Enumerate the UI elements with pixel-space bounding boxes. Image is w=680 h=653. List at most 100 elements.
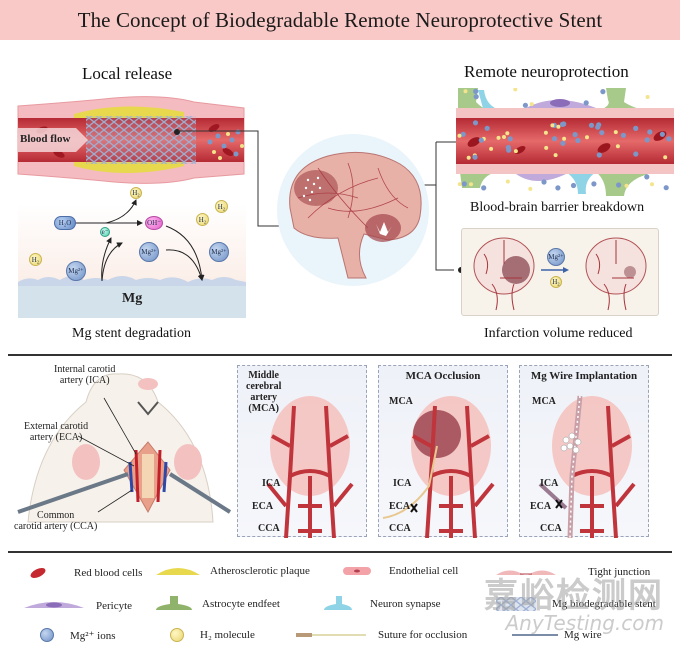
cca-label: CCA — [540, 523, 562, 534]
eca-label: ECA — [252, 501, 274, 512]
panel-title: MCA Occlusion — [405, 370, 481, 382]
stent-cluster — [560, 432, 582, 454]
mg-substrate-label: Mg — [122, 291, 143, 306]
neuron-synapse — [566, 172, 596, 194]
retractor-right — [168, 472, 232, 514]
degradation-arrows — [74, 199, 205, 282]
mg-ion — [472, 154, 478, 160]
mg-stent — [86, 116, 196, 164]
mg-substrate — [18, 276, 246, 318]
h2-molecule: H₂ — [550, 276, 562, 288]
h2o-molecule: H₂O — [54, 216, 76, 230]
mg-ion — [575, 137, 581, 144]
h2-molecule — [585, 135, 589, 140]
arbor-vitae — [376, 222, 392, 236]
mg-ion — [596, 152, 602, 158]
pericyte-icon — [24, 602, 84, 608]
mg-ion — [591, 181, 597, 187]
infarct-reduced-caption: Infarction volume reduced — [484, 326, 633, 341]
astrocyte-endfeet — [460, 172, 496, 188]
h2-molecule — [528, 186, 533, 191]
mg-ion — [600, 89, 606, 95]
cca-label: CCA — [389, 523, 411, 534]
brain-illustration — [277, 134, 429, 286]
retractor-left — [17, 472, 129, 514]
h2-molecule — [489, 146, 494, 151]
mg-ion: Mg²⁺ — [209, 242, 229, 262]
panel-mca-occlusion: MCA Occlusion MCA ICA ECA CCA — [378, 365, 508, 538]
carotid-artery-right — [156, 449, 162, 503]
h2-molecule — [556, 124, 561, 129]
red-blood-cell — [222, 148, 234, 156]
red-blood-cell — [53, 150, 65, 158]
h2-molecule — [505, 179, 510, 184]
legend-item: Red blood cells — [28, 563, 142, 583]
astrocyte-endfeet — [596, 88, 656, 112]
cca-label: CCA — [258, 523, 280, 534]
trachea — [142, 454, 154, 498]
h2-molecule: H₂ — [215, 200, 228, 213]
mg-ion — [473, 94, 479, 100]
legend-item: H₂ molecule — [170, 625, 255, 645]
astrocyte-endfeet — [458, 88, 496, 112]
mg-ion — [572, 132, 578, 138]
tight-junction-icon — [496, 570, 556, 575]
mg-ion — [460, 131, 466, 137]
mg-ion — [560, 140, 566, 146]
infarct-region — [294, 170, 338, 206]
red-blood-cell — [467, 137, 481, 147]
jugular-vein-left — [128, 461, 134, 493]
bbb-breakdown-caption: Blood-brain barrier breakdown — [470, 200, 645, 215]
mg-ion — [595, 124, 601, 130]
occlusion-suture — [382, 445, 438, 519]
h2-molecule — [496, 135, 501, 140]
treatment-arrow — [541, 267, 569, 273]
mg-ion — [461, 181, 467, 187]
mg-ion — [541, 179, 547, 185]
mg-ion — [633, 125, 639, 131]
h2-molecule — [469, 182, 473, 187]
h2-molecule — [463, 89, 468, 94]
ligature — [410, 503, 418, 513]
mg-ion — [647, 129, 653, 135]
eca-label: External carotid artery (ECA) — [24, 421, 89, 443]
h2-molecule — [457, 133, 462, 138]
mg-ion — [478, 137, 484, 143]
cerebral-vessels — [297, 162, 409, 229]
neuron-synapse — [478, 90, 500, 112]
rat-ear — [72, 444, 100, 480]
mg-ion — [588, 122, 595, 128]
mg-ion — [507, 136, 513, 142]
legend-item: Neuron synapse — [324, 594, 441, 614]
panel-normal-anatomy: Middle cerebral artery (MCA) ICA ECA CCA — [237, 365, 367, 538]
mg-ion — [644, 137, 650, 143]
ion-dots — [302, 176, 322, 202]
suture-icon — [296, 633, 366, 637]
mg-stent-icon — [496, 597, 536, 611]
h2-molecule — [624, 183, 629, 188]
mg-ion — [599, 130, 605, 136]
bbb-ions — [457, 88, 672, 191]
mg-ion — [663, 185, 669, 191]
h2-molecule — [553, 153, 558, 158]
section-divider — [8, 354, 672, 356]
mg-ion — [551, 136, 558, 142]
mg-ion — [522, 102, 528, 108]
astrocyte-endfeet-icon — [156, 596, 192, 610]
electron: e⁻ — [100, 227, 110, 237]
large-infarct — [502, 256, 530, 284]
h2-molecule: H₂ — [130, 187, 142, 199]
mg-ion — [481, 185, 487, 191]
ligature — [555, 499, 563, 509]
h2-molecule — [645, 95, 650, 99]
rat-nose — [138, 378, 158, 390]
eca-label: ECA — [530, 501, 552, 512]
ica-label: ICA — [540, 478, 559, 489]
mg-ion — [472, 120, 479, 126]
mg-ion — [473, 88, 479, 94]
mg-ion: Mg²⁺ — [547, 248, 565, 266]
mg-ion-icon — [40, 628, 54, 642]
mg-ion — [616, 182, 622, 188]
mg-ion — [570, 182, 577, 189]
ischemic-region — [413, 410, 461, 458]
